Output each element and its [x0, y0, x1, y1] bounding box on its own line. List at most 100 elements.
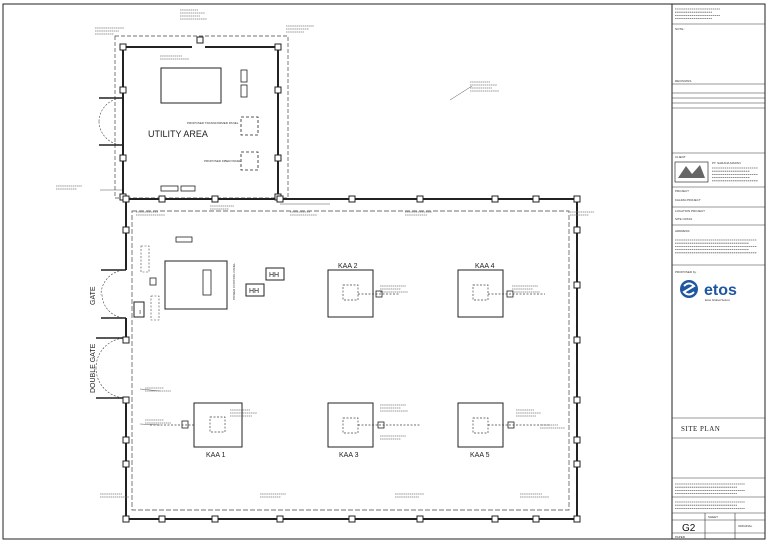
fiber-panel-symbol — [240, 151, 259, 171]
column-markers — [119, 36, 581, 523]
project-value: KALIMA PROJECT — [675, 198, 701, 202]
drawing-title: SITE PLAN — [681, 425, 720, 433]
proposed-label: PROPOSED by : — [675, 270, 698, 274]
slab-marker — [175, 236, 193, 243]
column-marker — [158, 195, 166, 203]
paper-label: PAPER — [675, 535, 686, 539]
column-marker — [274, 43, 282, 51]
column-marker — [276, 195, 284, 203]
kaa-pad-5-label: KAA 5 — [470, 452, 490, 459]
fiber-panel-label: PROPOSED FIBER PANEL — [204, 159, 241, 163]
column-marker — [274, 154, 282, 162]
double-gate-label: DOUBLE GATE — [90, 343, 97, 393]
main-yard-walls — [123, 198, 578, 520]
utility-cabinet-2 — [240, 84, 248, 98]
column-marker — [573, 226, 581, 234]
address-label: ADDRESS — [675, 229, 690, 233]
column-marker — [573, 460, 581, 468]
handhole-1-label: HH — [269, 272, 279, 279]
client-name: PT. SARANA MAPAN — [712, 161, 741, 165]
column-marker — [532, 515, 540, 523]
column-marker — [119, 86, 127, 94]
sheet-border — [2, 3, 766, 540]
column-marker — [491, 195, 499, 203]
revisions-label: REVISIONS — [675, 79, 691, 83]
kaa-pad-2-label: KAA 2 — [338, 263, 358, 270]
annotation-blocks — [56, 9, 594, 498]
column-marker — [122, 195, 130, 203]
column-marker — [532, 195, 540, 203]
main-equipment-slab — [164, 260, 228, 310]
utility-area-label: UTILITY AREA — [148, 129, 208, 139]
etos-brand: etos — [704, 282, 737, 299]
column-marker — [276, 515, 284, 523]
column-marker — [158, 515, 166, 523]
location-label: LOCATION PROJECT — [675, 209, 705, 213]
title-block-grid — [672, 23, 765, 539]
column-marker — [416, 515, 424, 523]
column-marker — [491, 515, 499, 523]
main-yard-dashed-outline — [131, 210, 570, 511]
transformer-panel-symbol — [240, 116, 259, 136]
project-label: PROJECT — [675, 189, 689, 193]
sheet-number: G2 — [682, 523, 696, 534]
column-marker — [573, 336, 581, 344]
kaa-pad-1 — [150, 402, 243, 448]
column-marker — [122, 515, 130, 523]
column-marker — [573, 195, 581, 203]
sheet-label: SHEET — [708, 515, 718, 519]
power-control-panel-label: POWER CONTROL PANEL — [232, 262, 236, 300]
utility-cabinet-1 — [240, 69, 248, 83]
utility-area-dashed-outline — [114, 35, 289, 199]
column-marker — [211, 515, 219, 523]
column-marker — [122, 226, 130, 234]
handhole-3-label: HH — [138, 310, 142, 314]
column-marker — [122, 336, 130, 344]
kaa-pad-2 — [327, 269, 400, 318]
etos-logo-icon — [680, 280, 698, 298]
kaa-pad-1-label: KAA 1 — [206, 452, 226, 459]
column-marker — [196, 36, 204, 44]
client-label: CLIENT — [675, 155, 686, 159]
column-marker — [122, 460, 130, 468]
column-marker — [573, 281, 581, 289]
etos-tagline: Etos Global Solusi — [705, 298, 730, 302]
handhole-1-box — [265, 267, 285, 281]
control-cabinet — [202, 269, 212, 296]
handhole-3-box — [133, 301, 145, 318]
kaa-pad-5 — [457, 402, 550, 448]
kaa-pad-3-label: KAA 3 — [339, 452, 359, 459]
transformer-panel-label: PROPOSED TRANSFORMER PANEL — [187, 121, 239, 125]
column-marker — [274, 86, 282, 94]
location-value: SITE CDK01 — [675, 217, 693, 221]
kaa-pad-4 — [457, 269, 545, 318]
column-marker — [122, 436, 130, 444]
dashed-cabinet-1 — [140, 245, 150, 273]
gate-label: GATE — [90, 286, 97, 305]
column-marker — [348, 515, 356, 523]
column-marker — [573, 515, 581, 523]
column-marker — [211, 195, 219, 203]
notes-label: NOTE : — [675, 27, 685, 31]
column-marker — [573, 396, 581, 404]
column-marker — [573, 436, 581, 444]
column-marker — [122, 396, 130, 404]
original-label: ORIGINAL — [738, 524, 753, 528]
column-marker — [119, 154, 127, 162]
handhole-2-box — [245, 283, 265, 297]
dashed-cabinet-2 — [150, 295, 160, 321]
utility-equipment-pad — [160, 67, 222, 104]
gate-swings — [95, 97, 127, 399]
utility-slab-1 — [160, 185, 179, 192]
column-marker — [416, 195, 424, 203]
client-logo — [674, 161, 709, 183]
column-marker — [119, 43, 127, 51]
meter-box — [149, 277, 157, 286]
gate-leaves — [96, 97, 126, 399]
title-block-text-lines — [675, 8, 758, 509]
utility-slab-2 — [180, 185, 196, 192]
handhole-2-label: HH — [249, 288, 259, 295]
column-marker — [348, 195, 356, 203]
kaa-pad-4-label: KAA 4 — [475, 263, 495, 270]
